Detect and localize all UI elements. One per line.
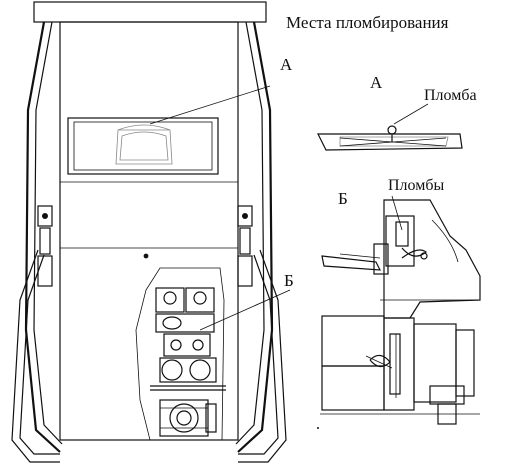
seals-leader xyxy=(391,195,403,231)
seals-label: Пломбы xyxy=(388,177,445,194)
fuel-dispenser-drawing xyxy=(11,1,291,463)
dispenser-top-cap xyxy=(33,1,267,23)
callout-b-main: Б xyxy=(284,271,294,290)
right-hose-lower xyxy=(238,249,287,463)
callout-a-main: А xyxy=(280,55,293,74)
right-nozzle xyxy=(237,205,253,287)
display-panel xyxy=(67,117,219,175)
detail-a-plate xyxy=(317,133,463,151)
dispenser-body xyxy=(59,21,239,441)
leader-line-a xyxy=(149,85,271,125)
detail-b: Б Пломбы xyxy=(320,177,481,425)
lever xyxy=(321,255,382,271)
leader-line-b xyxy=(199,289,291,331)
cutaway-outline xyxy=(135,267,225,441)
display-window xyxy=(115,124,173,165)
lower-block-bottom xyxy=(321,365,385,411)
seal-a xyxy=(387,125,397,135)
seal-leader xyxy=(393,103,429,125)
hydraulic-unit xyxy=(150,287,226,391)
detail-a: А Пломба xyxy=(317,73,477,151)
left-hose-outer xyxy=(24,21,61,453)
lower-block-top xyxy=(321,315,385,367)
left-nozzle xyxy=(37,205,53,287)
seal-wire-upper xyxy=(401,247,427,259)
right-hose-outer xyxy=(237,21,274,453)
seal-label: Пломба xyxy=(424,87,477,104)
left-hose-lower xyxy=(11,249,60,463)
pump-motor xyxy=(159,399,217,437)
flange xyxy=(429,385,465,405)
diagram-title: Места пломбирования xyxy=(286,13,449,32)
detail-b-label: Б xyxy=(338,189,348,208)
detail-a-label: А xyxy=(370,73,383,92)
seal-wire-lower xyxy=(369,354,391,368)
